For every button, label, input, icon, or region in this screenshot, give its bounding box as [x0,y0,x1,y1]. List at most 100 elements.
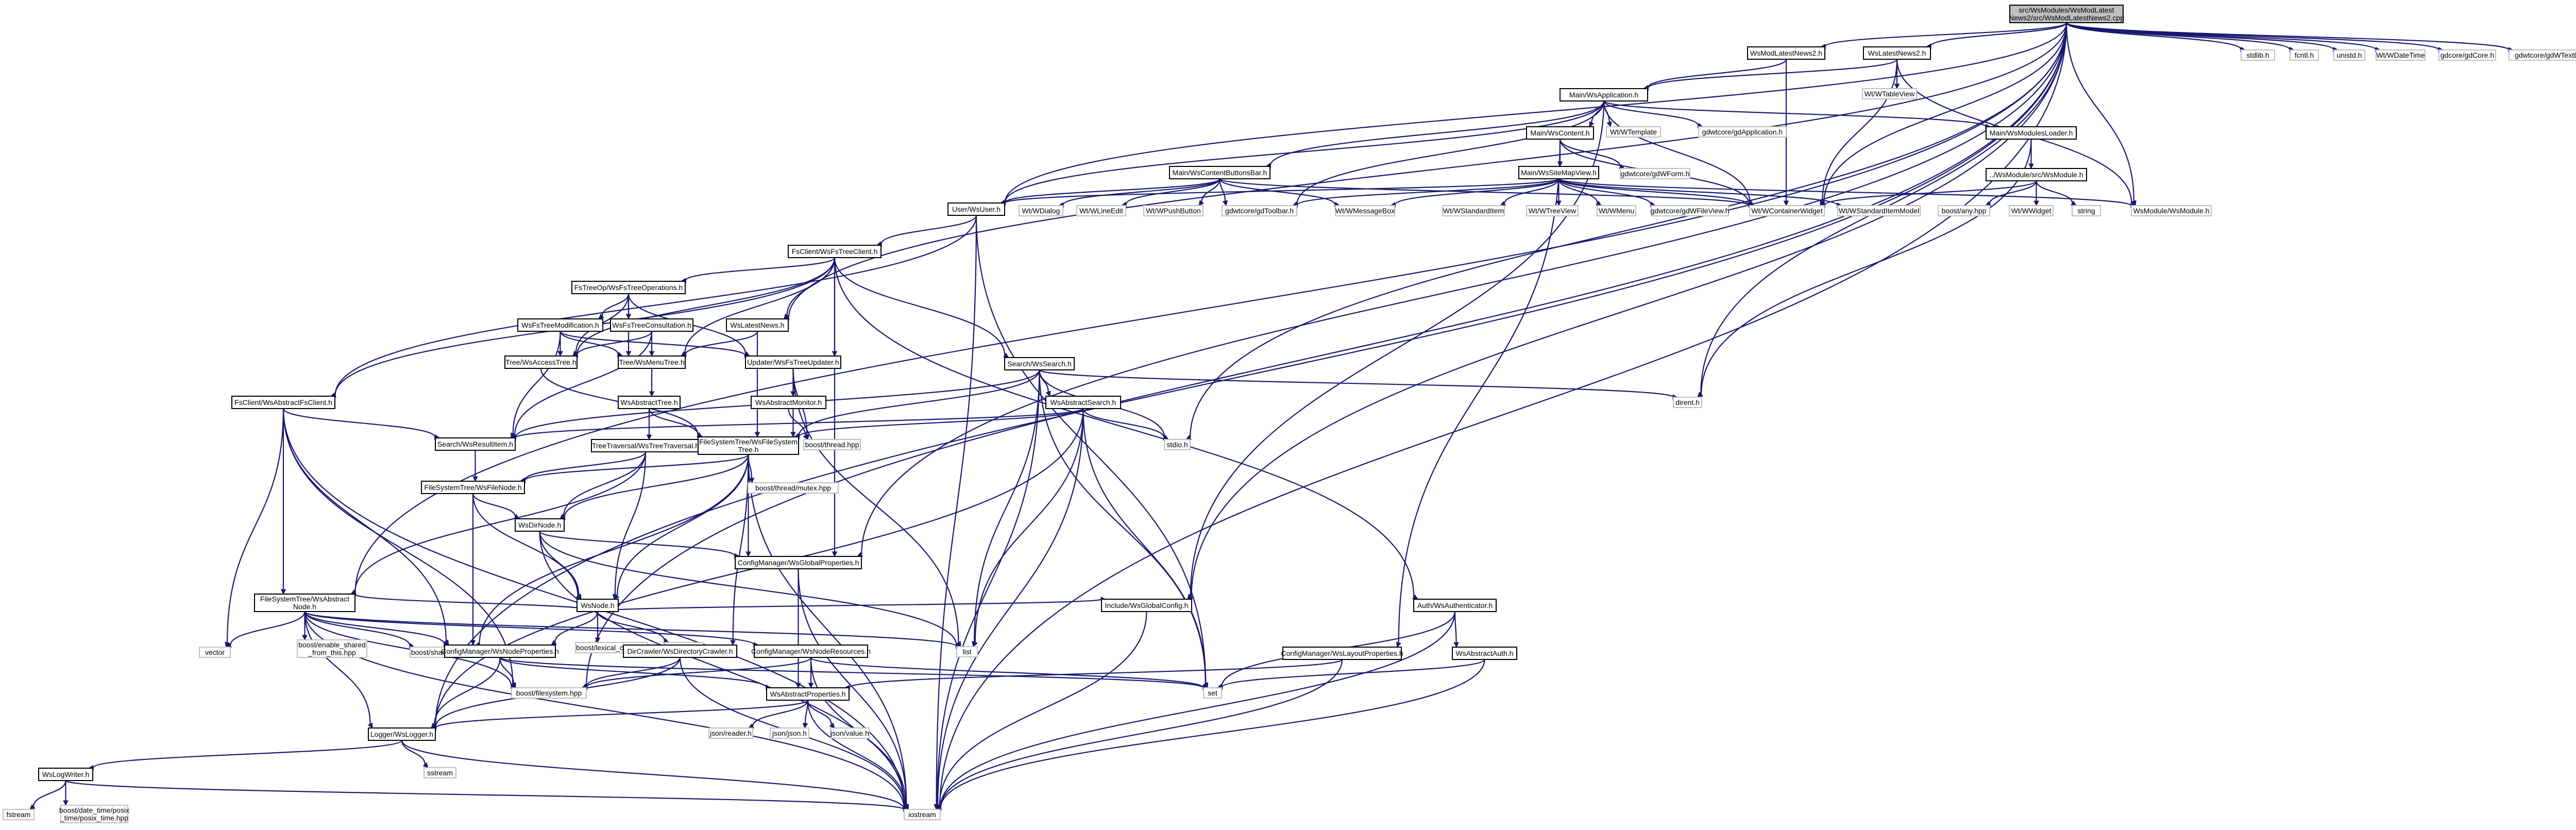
node-box [1452,647,1517,660]
node-dircrawler[interactable]: DirCrawler/WsDirectoryCrawler.h [623,645,737,658]
node-wlineedit: Wt/WLineEdit [1076,205,1126,216]
node-latestnews2[interactable]: WsLatestNews2.h [1863,46,1931,60]
edge-wsnode-to-algorithm [597,611,665,641]
node-label: WsAbstractProperties.h [770,690,845,698]
node-treemenu[interactable]: Tree/WsMenuTree.h [618,355,686,369]
node-abstractprops[interactable]: WsAbstractProperties.h [766,687,850,701]
edge-maincontent-to-gdwform [1559,139,1621,167]
node-latestnews_h[interactable]: WsLatestNews.h [726,318,789,332]
arrowhead-treecons-to-treemenu [649,351,655,357]
node-box [517,318,603,332]
node-authenticator[interactable]: Auth/WsAuthenticator.h [1413,599,1497,612]
node-fsclient[interactable]: FsClient/WsFsTreeClient.h [788,245,882,258]
node-confglobal[interactable]: ConfigManager/WsGlobalProperties.h [735,556,862,569]
node-mainapp[interactable]: Main/WsApplication.h [1560,88,1648,101]
edge-abstractsearch-to-fsfilesystree [798,408,1084,437]
node-box [38,768,93,781]
node-box [904,809,941,820]
edge-modlatest-to-mainapp [1647,59,1787,88]
node-updater[interactable]: Updater/WsFsTreeUpdater.h [745,355,841,369]
node-fsnode[interactable]: FileSystemTree/WsFileNode.h [421,481,525,494]
node-box [1651,205,1729,216]
node-box [623,645,737,658]
node-confnode[interactable]: ConfigManager/WsNodeProperties.h [441,645,559,658]
node-label: FileSystemTree/WsFileSystem [699,438,798,446]
node-label: WsFsTreeConsultation.h [612,321,691,329]
edge-fsclient-to-fstreeop [685,257,836,281]
node-abstractauth[interactable]: WsAbstractAuth.h [1452,647,1517,660]
node-label: _time/posix_time.hpp [60,814,129,822]
node-box [1526,205,1579,216]
node-dirent: dirent.h [1673,397,1702,408]
node-modloader[interactable]: Main/WsModulesLoader.h [1986,126,2077,140]
edge-treemod-to-treemenu [560,331,619,355]
node-abstractfsclient[interactable]: FsClient/WsAbstractFsClient.h [231,396,335,409]
node-treetraversal[interactable]: TreeTraversal/WsTreeTraversal.h [591,439,700,452]
node-box [1862,88,1917,99]
node-label: ConfigManager/WsGlobalProperties.h [738,558,859,567]
node-wsnode[interactable]: WsNode.h [577,599,619,612]
node-label: DirCrawler/WsDirectoryCrawler.h [627,647,733,655]
node-searchresult[interactable]: Search/WsResultItem.h [435,437,516,451]
node-abstracttree[interactable]: WsAbstractTree.h [618,396,681,409]
node-box [1698,126,1787,138]
node-box [1938,205,1990,216]
node-box [1606,126,1661,138]
edge-abstractmonitor-to-boostthread [788,408,806,436]
node-fcntl: fcntl.h [2290,49,2319,61]
node-treecons[interactable]: WsFsTreeConsultation.h [610,318,693,332]
node-logwriter[interactable]: WsLogWriter.h [38,768,93,781]
edge-confnode-to-set [499,656,1204,688]
node-label: Wt/WDialog [1022,207,1060,215]
arrowhead-abstractprops-to-jsonjson [802,722,808,729]
node-set: set [1203,687,1222,699]
node-box [1597,205,1636,216]
node-gdwform: gdwtcore/gdWForm.h [1620,168,1690,179]
node-label: Wt/WTableView [1865,90,1916,98]
node-box [2438,49,2496,61]
node-label: boost/thread/mutex.hpp [755,484,831,492]
edge-fsfilesystree-to-iostream [748,454,907,805]
node-boostfs: boost/filesystem.hpp [511,687,587,699]
node-abstractmonitor[interactable]: WsAbstractMonitor.h [751,396,826,409]
node-fstreeop[interactable]: FsTreeOp/WsFsTreeOperations.h [571,281,686,294]
node-searchh[interactable]: Search/WsSearch.h [1004,357,1075,370]
node-label: Wt/WMenu [1599,207,1634,215]
node-jsonreader: json/reader.h [708,727,753,739]
node-label: Tree.h [738,446,759,454]
node-label: set [1208,689,1217,697]
node-wsmodule_src[interactable]: ../WsModule/src/WsModule.h [1986,168,2087,181]
node-iostream: iostream [904,809,941,820]
node-stdlib: stdlib.h [2241,49,2275,61]
node-label: WsNode.h [581,601,614,609]
node-abstractsearch[interactable]: WsAbstractSearch.h [1045,396,1121,409]
node-logger[interactable]: Logger/WsLogger.h [368,727,436,741]
edge-root-to-userh [1004,22,2067,202]
node-label: Wt/WLineEdit [1079,207,1123,215]
node-confnoderes[interactable]: ConfigManager/WsNodeResources.h [751,645,871,658]
node-label: WsModule/WsModule.h [2133,207,2210,215]
node-boostthread: boost/thread.hpp [803,439,861,450]
node-label: boost/any.hpp [1942,207,1987,215]
node-label: gdwtcore/gdWFileView.h [1650,207,1729,215]
arrowhead-logwriter-to-boostdatetime [63,800,69,806]
node-maincontent[interactable]: Main/WsContent.h [1526,126,1594,140]
node-userh[interactable]: User/WsUser.h [947,202,1005,216]
node-treemod[interactable]: WsFsTreeModification.h [517,318,603,332]
arrowhead-fsfilesystree-to-wsnode [614,594,620,600]
node-label: WsModLatestNews2.h [1750,49,1822,57]
node-contentbuttons[interactable]: Main/WsContentButtonsBar.h [1169,166,1270,179]
node-label: fcntl.h [2295,51,2314,59]
node-treeaccess[interactable]: Tree/WsAccessTree.h [504,355,578,369]
edge-treetraversal-to-wsnode [614,451,647,595]
node-modlatest[interactable]: WsModLatestNews2.h [1747,46,1825,60]
node-label: FileSystemTree/WsFileNode.h [424,483,521,492]
node-sitemap[interactable]: Main/WsSiteMapView.h [1518,166,1599,179]
node-label: ConfigManager/WsNodeProperties.h [441,647,559,655]
edge-latestnews_h-to-treemenu [685,331,758,355]
node-dirnode[interactable]: WsDirNode.h [515,518,565,532]
node-conflayout[interactable]: ConfigManager/WsLayoutProperties.h [1281,647,1403,660]
node-includeglobal[interactable]: Include/WsGlobalConfig.h [1101,599,1192,612]
